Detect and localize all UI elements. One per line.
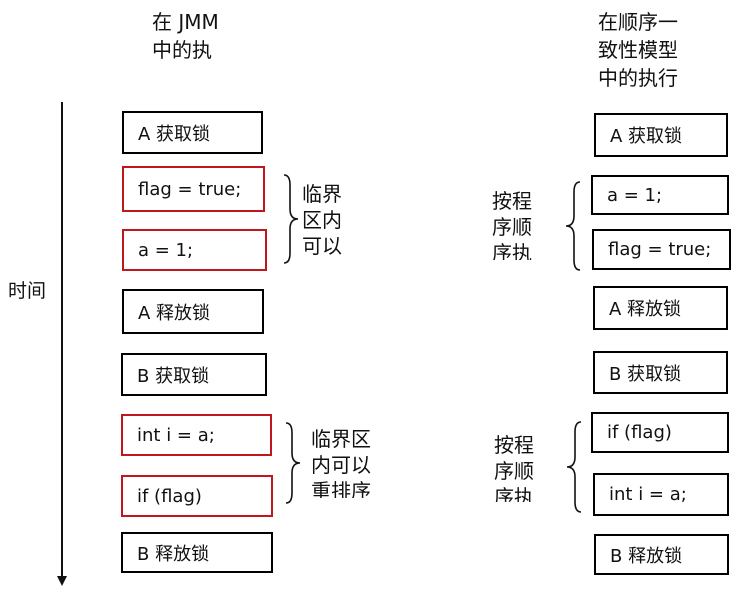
sc-step: if (flag) — [591, 412, 729, 453]
jmm-step: int i = a; — [121, 414, 272, 456]
jmm-step: B 获取锁 — [121, 353, 267, 396]
sc-step: B 释放锁 — [594, 534, 729, 575]
jmm-step: flag = true; — [122, 166, 265, 212]
sc-step: flag = true; — [592, 229, 731, 270]
time-axis-label: 时间 — [8, 280, 47, 302]
jmm-step: A 释放锁 — [122, 289, 264, 334]
note-line: 内可以 — [311, 453, 371, 477]
time-axis-arrowhead — [57, 576, 67, 586]
jmm-reorder-note: 临界区 内可以 重排序 — [311, 426, 371, 498]
note-line: 序执 — [492, 241, 532, 260]
jmm-step: B 释放锁 — [121, 532, 273, 573]
right-curly-brace — [283, 174, 299, 264]
note-line: 序执 — [494, 485, 534, 502]
brace-shape — [565, 181, 581, 271]
left-column-header: 在 JMM 中的执 — [152, 8, 219, 64]
brace-shape — [283, 174, 299, 264]
left-header-line: 在 JMM — [152, 10, 219, 34]
jmm-step: a = 1; — [122, 229, 267, 271]
note-line: 重排序 — [311, 479, 371, 498]
right-header-line: 致性模型 — [598, 38, 678, 62]
sc-program-order-note: 按程 序顺 序执 — [492, 188, 532, 260]
sc-program-order-note: 按程 序顺 序执 — [494, 432, 534, 502]
left-curly-brace — [565, 181, 581, 271]
jmm-step: if (flag) — [121, 475, 273, 517]
sc-step: a = 1; — [591, 175, 729, 215]
note-line: 按程 — [494, 433, 534, 457]
sc-step: A 获取锁 — [594, 113, 728, 157]
right-curly-brace — [285, 422, 301, 504]
left-curly-brace — [566, 421, 582, 513]
sc-step: B 获取锁 — [593, 351, 728, 394]
jmm-reorder-note: 临界 区内 可以 — [302, 181, 342, 255]
jmm-step: A 获取锁 — [122, 111, 263, 154]
note-line: 临界区 — [311, 427, 371, 451]
right-header-line: 中的执行 — [598, 66, 678, 90]
brace-shape — [285, 422, 301, 504]
brace-shape — [566, 421, 582, 513]
right-column-header: 在顺序一 致性模型 中的执行 — [598, 8, 678, 92]
note-line: 按程 — [492, 189, 532, 213]
left-header-line: 中的执 — [152, 38, 212, 62]
sc-step: A 释放锁 — [593, 286, 728, 330]
note-line: 可以 — [302, 234, 342, 255]
sc-step: int i = a; — [593, 473, 729, 516]
note-line: 临界 — [302, 182, 342, 206]
note-line: 序顺 — [494, 459, 534, 483]
note-line: 序顺 — [492, 215, 532, 239]
right-header-line: 在顺序一 — [598, 10, 678, 34]
note-line: 区内 — [302, 208, 342, 232]
